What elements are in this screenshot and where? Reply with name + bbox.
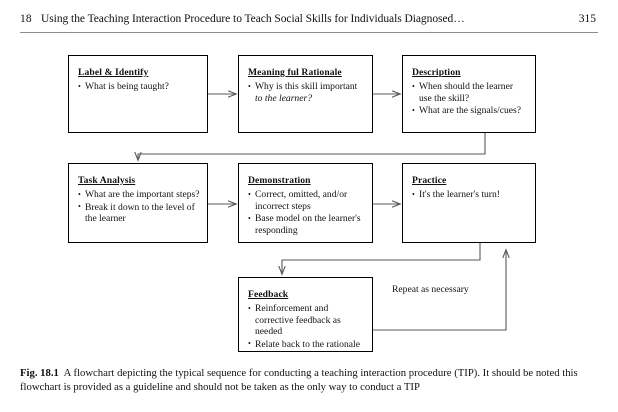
flow-node-title: Description [412,67,461,78]
flow-node-description[interactable]: Description When should the learner use … [402,55,536,133]
flow-node-bullet: When should the learner use the skill? [412,80,528,104]
loop-label-repeat-as-necessary: Repeat as necessary [392,284,469,295]
flow-node-bullet-text: Why is this skill important [255,81,358,92]
flow-node-bullet: Why is this skill important to the learn… [248,80,365,104]
flow-node-bullet: What are the signals/cues? [412,105,528,117]
chapter-number: 18 [20,13,32,25]
running-head-title: Using the Teaching Interaction Procedure… [41,13,465,25]
header-divider [20,32,598,33]
flow-node-title: Practice [412,175,447,186]
flow-node-title: Meaning ful Rationale [248,67,342,78]
flow-node-demonstration[interactable]: Demonstration Correct, omitted, and/or i… [238,163,373,243]
flow-node-feedback[interactable]: Feedback Reinforcement and corrective fe… [238,277,373,352]
flow-node-bullet: It's the learner's turn! [412,189,528,201]
flow-node-bullet-emphasis: to the learner? [255,92,313,104]
flow-node-meaningful-rationale[interactable]: Meaning ful Rationale Why is this skill … [238,55,373,133]
flow-node-bullets: What is being taught? [78,81,200,93]
flow-node-title: Task Analysis [78,175,136,186]
flow-node-bullets: It's the learner's turn! [412,189,528,201]
flow-node-bullet: Break it down to the level of the learne… [78,201,200,225]
arrow-practice-to-feedback [282,243,481,274]
arrow-description-to-task-analysis [138,133,486,160]
figure-caption-label: Fig. 18.1 [20,367,59,379]
flow-node-bullet: What is being taught? [78,81,200,93]
flow-node-bullets: When should the learner use the skill? W… [412,80,528,117]
flow-node-bullet: Base model on the learner's responding [248,213,365,236]
flowchart-figure: Label & Identify What is being taught? M… [0,34,618,359]
page-number: 315 [578,13,596,25]
flow-node-bullets: What are the important steps? Break it d… [78,189,200,225]
figure-caption: Fig. 18.1 A flowchart depicting the typi… [20,366,600,395]
flow-node-bullet: What are the important steps? [78,189,200,201]
flow-node-bullet: Relate back to the rationale [248,338,365,351]
flow-node-title: Feedback [248,289,289,300]
flow-node-bullets: Correct, omitted, and/or incorrect steps… [248,188,365,236]
flowchart-connectors [0,34,618,331]
arrow-feedback-to-practice-loop [373,250,506,331]
flow-node-bullet: Reinforcement and corrective feedback as… [248,303,365,338]
flow-node-bullets: Reinforcement and corrective feedback as… [248,303,365,350]
flow-node-bullet: Correct, omitted, and/or incorrect steps [248,188,365,212]
flow-node-title: Label & Identify [78,67,149,78]
running-head: 18 Using the Teaching Interaction Proced… [0,0,618,34]
flow-node-title: Demonstration [248,175,311,186]
figure-caption-text: A flowchart depicting the typical sequen… [20,367,578,394]
flow-node-practice[interactable]: Practice It's the learner's turn! [402,163,536,243]
flow-node-label-identify[interactable]: Label & Identify What is being taught? [68,55,208,133]
flow-node-bullets: Why is this skill important to the learn… [248,80,365,104]
flow-node-task-analysis[interactable]: Task Analysis What are the important ste… [68,163,208,243]
